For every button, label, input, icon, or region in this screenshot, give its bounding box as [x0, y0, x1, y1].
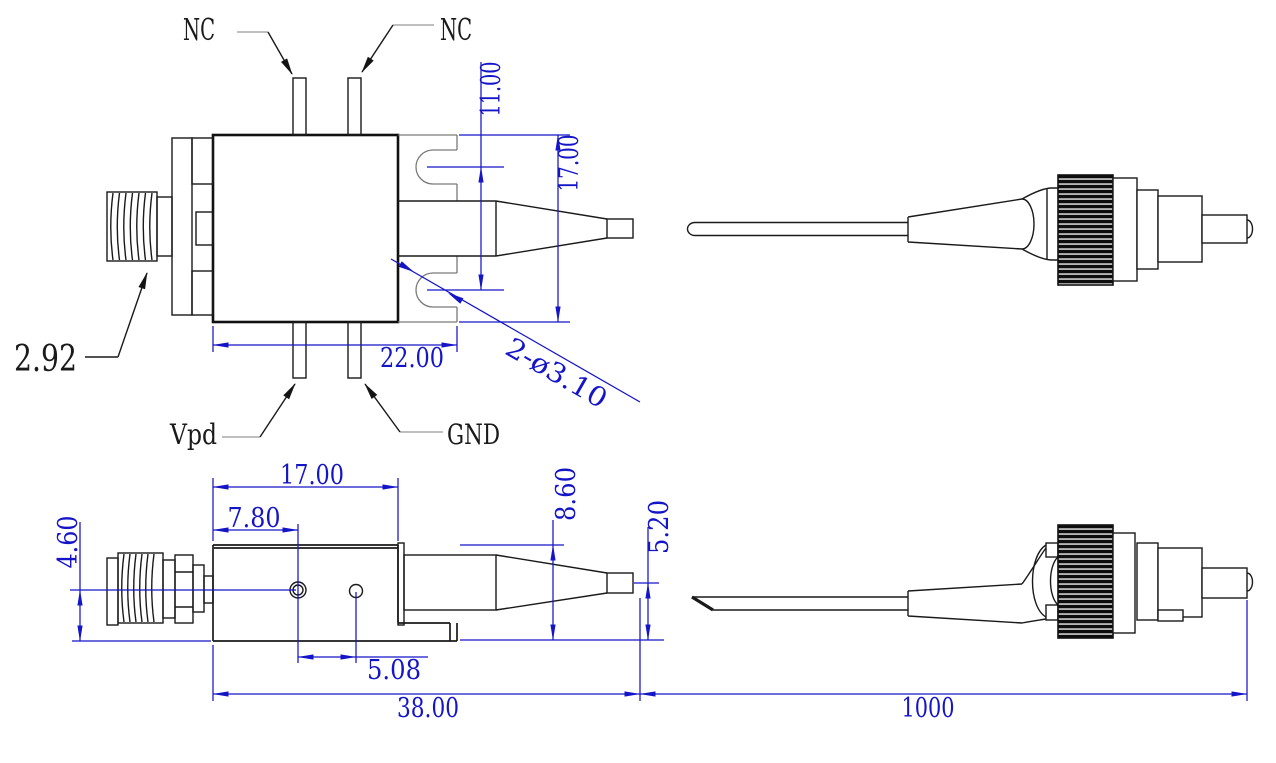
- dim-total-length: 38.00: [397, 693, 459, 724]
- dim-body-height: 8.60: [551, 467, 582, 521]
- dim-axis-height: 4.60: [53, 516, 84, 569]
- label-nc-right: NC: [440, 13, 472, 48]
- fiber-cleaved-end: [691, 595, 714, 612]
- dim-hole-spacing: 5.08: [367, 655, 421, 686]
- mounting-flange: [398, 134, 458, 323]
- fiber-boot-side-view: [403, 554, 634, 611]
- dim-body-width: 22.00: [380, 343, 444, 374]
- module-body-side-view: [212, 542, 458, 642]
- rf-connector-side-view: [106, 552, 214, 626]
- dim-hole-offset: 7.80: [228, 503, 281, 534]
- ferrule-top: [1201, 214, 1248, 244]
- side-view: 17.00 7.80 4.60 5.08 8.60 5.20: [53, 460, 1248, 724]
- label-vpd: Vpd: [169, 418, 217, 451]
- knurled-nut-top: [1057, 174, 1114, 286]
- label-gnd: GND: [447, 418, 500, 451]
- fiber-cable-bottom: [692, 596, 908, 611]
- pin-nc-left: [292, 77, 307, 136]
- dim-flange-height: 17.00: [554, 135, 585, 192]
- dim-fiber-axis-height: 5.20: [644, 500, 675, 554]
- fiber-boot-top-view: [398, 200, 634, 257]
- fc-connector-top: [686, 174, 1254, 286]
- dim-slot-spacing: 11.00: [476, 62, 507, 117]
- mounting-slot-top: [415, 149, 457, 185]
- ferrule-bottom: [1201, 567, 1248, 599]
- dim-body-length: 17.00: [280, 460, 344, 491]
- fiber-cable-top: [686, 221, 908, 237]
- top-view: NC NC Vpd GND 2.92 22.00 11.00 17.00 2-ø…: [14, 13, 641, 451]
- dim-fiber-length: 1000: [902, 693, 955, 724]
- pin-vpd: [292, 321, 307, 379]
- fc-connector-bottom: [691, 524, 1254, 639]
- leader-lines-top-view: [85, 24, 443, 438]
- pins: [292, 77, 362, 379]
- mounting-slot-bottom: [415, 272, 457, 308]
- module-body-top-view: [211, 133, 400, 324]
- label-nc-left: NC: [183, 13, 215, 48]
- rf-connector-top-view: [106, 137, 214, 316]
- pin-nc-right: [347, 77, 362, 136]
- label-rf-connector-size: 2.92: [14, 339, 77, 380]
- dim-mount-slots: 2-ø3.10: [500, 332, 612, 415]
- dimensions-top-view: 22.00 11.00 17.00 2-ø3.10: [212, 62, 641, 415]
- fc-key-tab: [1157, 609, 1184, 622]
- pin-gnd: [347, 321, 362, 379]
- dimensions-side-view: 17.00 7.80 4.60 5.08 8.60 5.20: [53, 460, 1248, 724]
- body-holes: [289, 581, 364, 599]
- knurled-nut-bottom: [1057, 524, 1114, 639]
